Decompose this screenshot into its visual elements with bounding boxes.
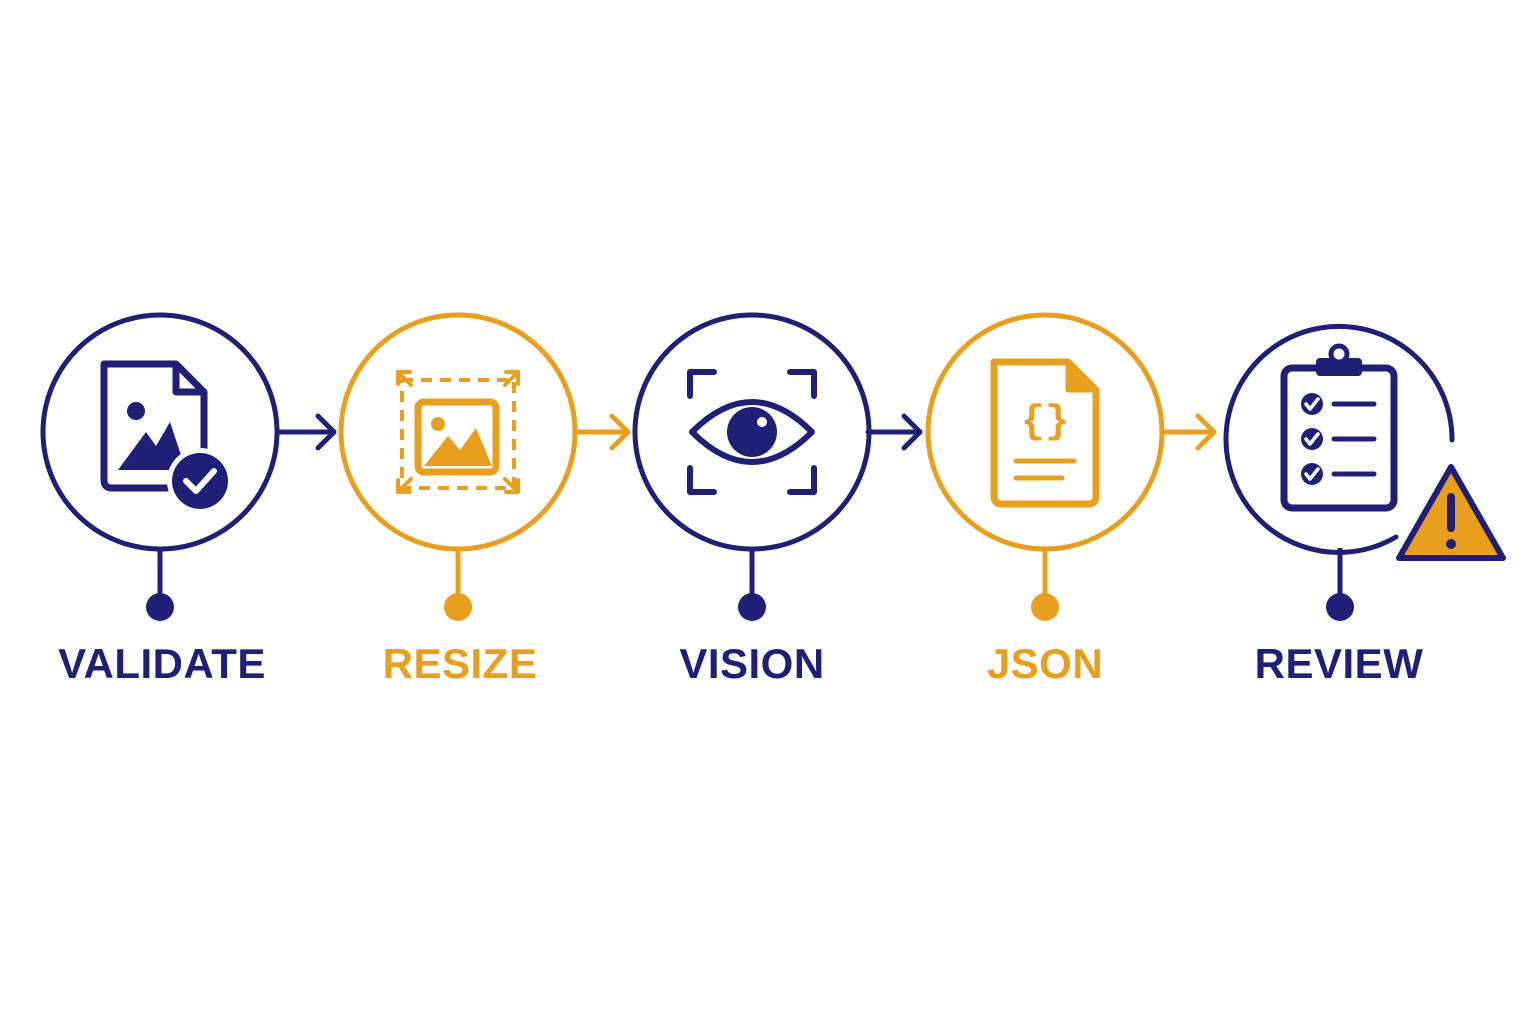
step-validate: [40, 312, 280, 621]
arrow-resize-to-vision: [573, 413, 631, 451]
clipboard-checklist-icon: [1280, 343, 1398, 512]
step-circle: [1223, 323, 1455, 555]
step-dot: [1326, 593, 1354, 621]
json-file-icon: {}: [990, 358, 1100, 508]
step-circle: [925, 312, 1165, 552]
step-label-review: REVIEW: [1254, 640, 1424, 687]
step-resize: [338, 312, 578, 621]
step-review: [1223, 323, 1455, 621]
arrow-vision-to-json: [865, 413, 923, 451]
svg-text:{}: {}: [1021, 400, 1069, 445]
step-label-vision: VISION: [679, 640, 825, 687]
step-label-json: JSON: [986, 640, 1104, 687]
step-dot: [1031, 593, 1059, 621]
step-circle: [338, 312, 578, 552]
step-circle: [40, 312, 280, 552]
step-dot: [738, 593, 766, 621]
step-dot: [146, 593, 174, 621]
step-dot: [444, 593, 472, 621]
step-vision: [632, 312, 872, 621]
step-label-validate: VALIDATE: [58, 640, 266, 687]
image-resize-icon: [396, 370, 520, 494]
arrow-json-to-review: [1159, 413, 1217, 451]
step-json: {}: [925, 312, 1165, 621]
eye-scan-icon: [687, 369, 817, 495]
step-label-resize: RESIZE: [382, 640, 538, 687]
step-circle: [632, 312, 872, 552]
arrow-validate-to-resize: [277, 413, 337, 451]
image-file-check-icon: [100, 360, 233, 514]
warning-triangle-icon: [1396, 464, 1506, 561]
